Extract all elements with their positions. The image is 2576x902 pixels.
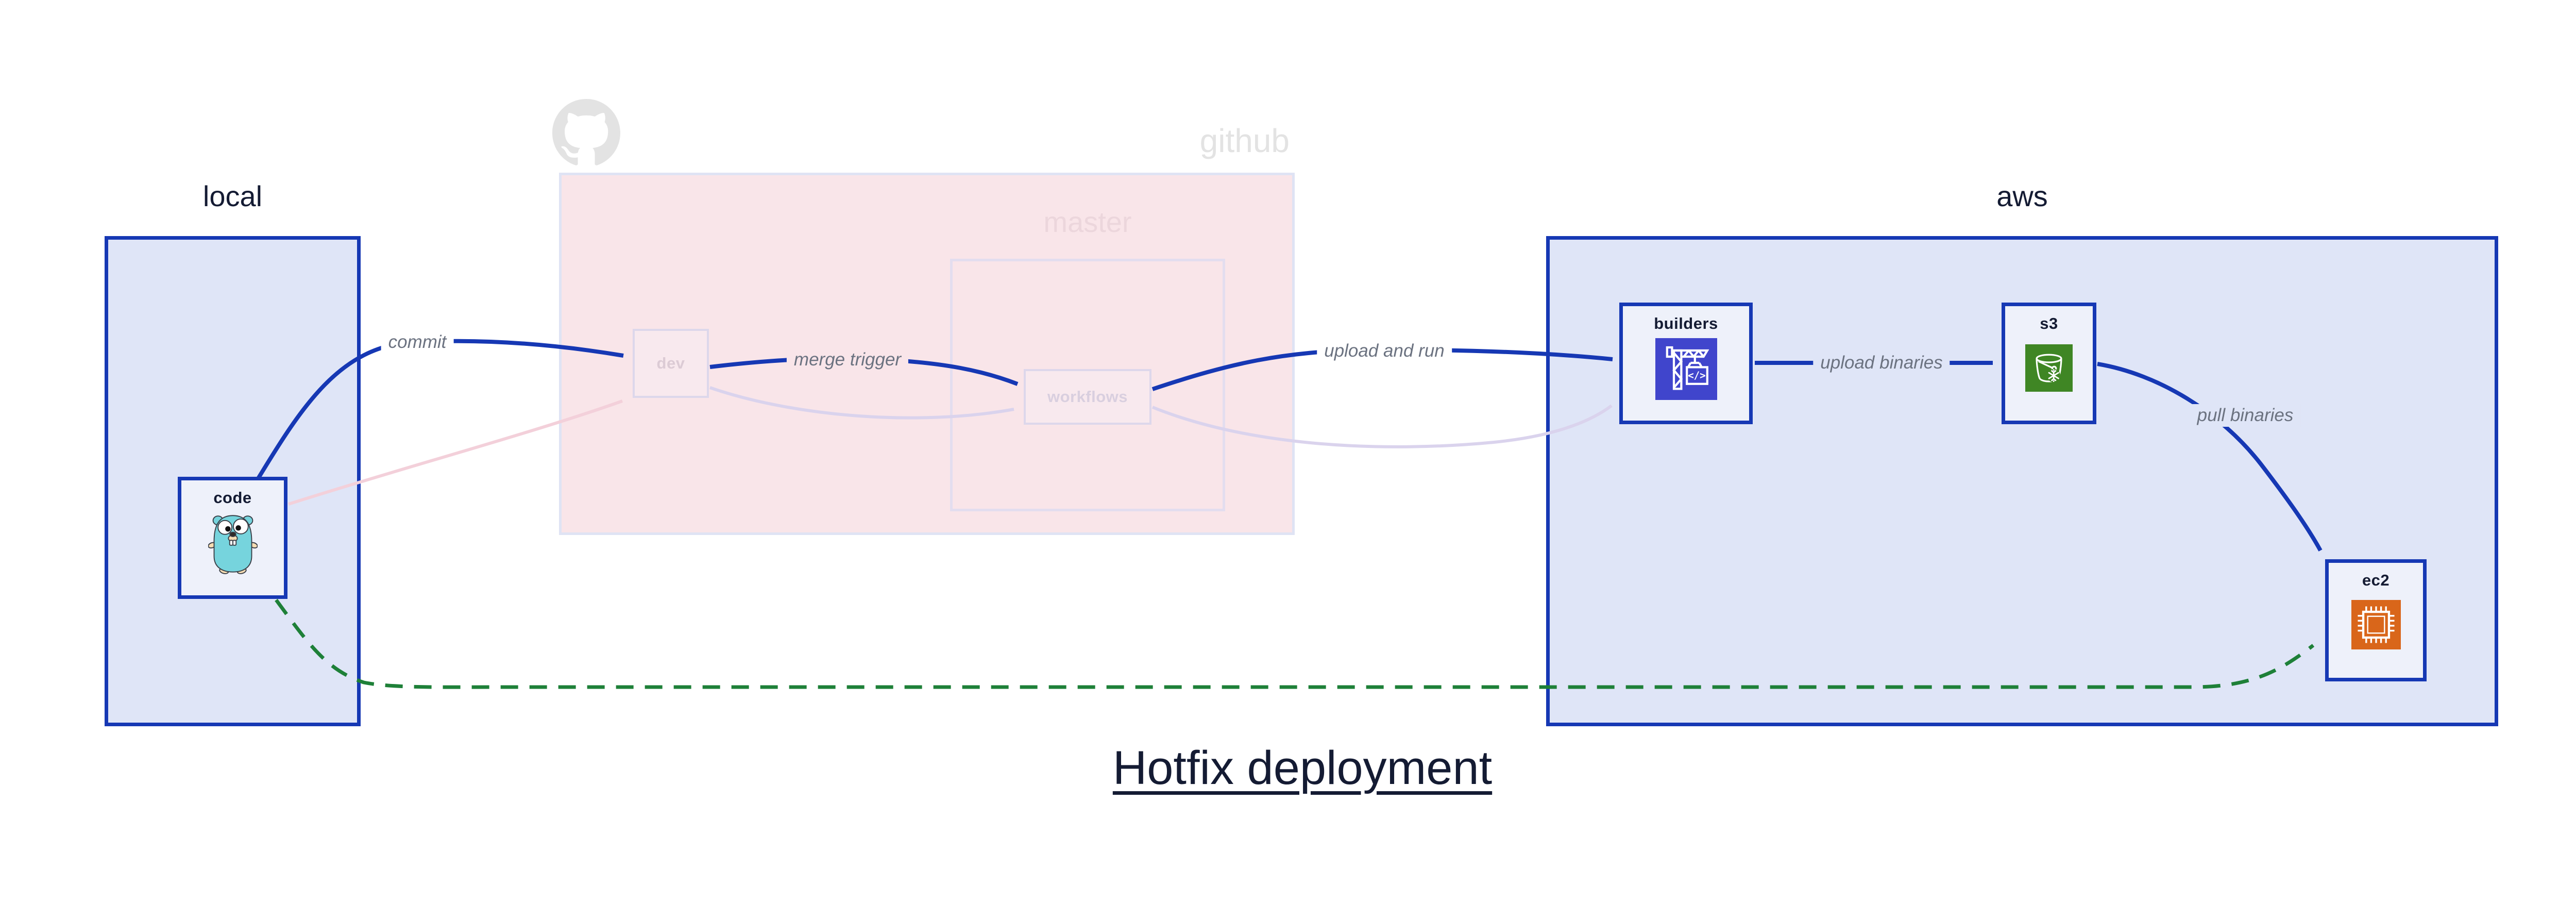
github-octocat-icon xyxy=(552,99,620,165)
region-aws-label: aws xyxy=(1996,180,2048,212)
edge-label-upload-and-run: upload and run xyxy=(1317,340,1452,362)
region-master-label: master xyxy=(1043,206,1132,238)
node-code: code xyxy=(178,477,287,599)
region-github-label: github xyxy=(1199,122,1290,159)
node-ec2-label: ec2 xyxy=(2362,571,2390,589)
edge-code-dev-faded xyxy=(288,399,623,506)
edge-label-commit: commit xyxy=(381,331,454,354)
region-local-label: local xyxy=(202,180,263,212)
region-master xyxy=(950,259,1225,511)
ec2-chip-icon xyxy=(2351,600,2401,649)
node-workflows-label: workflows xyxy=(1047,388,1128,406)
node-code-label: code xyxy=(213,489,252,507)
edge-label-upload-binaries: upload binaries xyxy=(1813,352,1950,374)
edge-dev-workflows-faded xyxy=(709,386,1014,420)
edge-workflows-builders-faded xyxy=(1151,404,1613,448)
diagram-title: Hotfix deployment xyxy=(1112,742,1493,794)
go-gopher-icon xyxy=(208,515,258,574)
codebuild-code-glyph: </> xyxy=(1688,370,1706,381)
codebuild-crane-icon: </> xyxy=(1655,338,1717,400)
edge-hotfix-dashed xyxy=(275,598,2315,689)
s3-bucket-icon xyxy=(2025,344,2073,392)
node-workflows: workflows xyxy=(1024,369,1151,425)
node-dev-label: dev xyxy=(656,354,685,372)
node-builders: builders </> xyxy=(1619,303,1753,424)
node-ec2: ec2 xyxy=(2325,559,2427,681)
node-dev: dev xyxy=(633,329,709,398)
edge-pull-binaries xyxy=(2097,362,2323,552)
edge-label-merge-trigger: merge trigger xyxy=(786,348,909,371)
edge-label-pull-binaries: pull binaries xyxy=(2190,404,2301,427)
node-builders-label: builders xyxy=(1654,314,1718,332)
node-s3-label: s3 xyxy=(2040,314,2058,332)
node-s3: s3 xyxy=(2002,303,2096,424)
